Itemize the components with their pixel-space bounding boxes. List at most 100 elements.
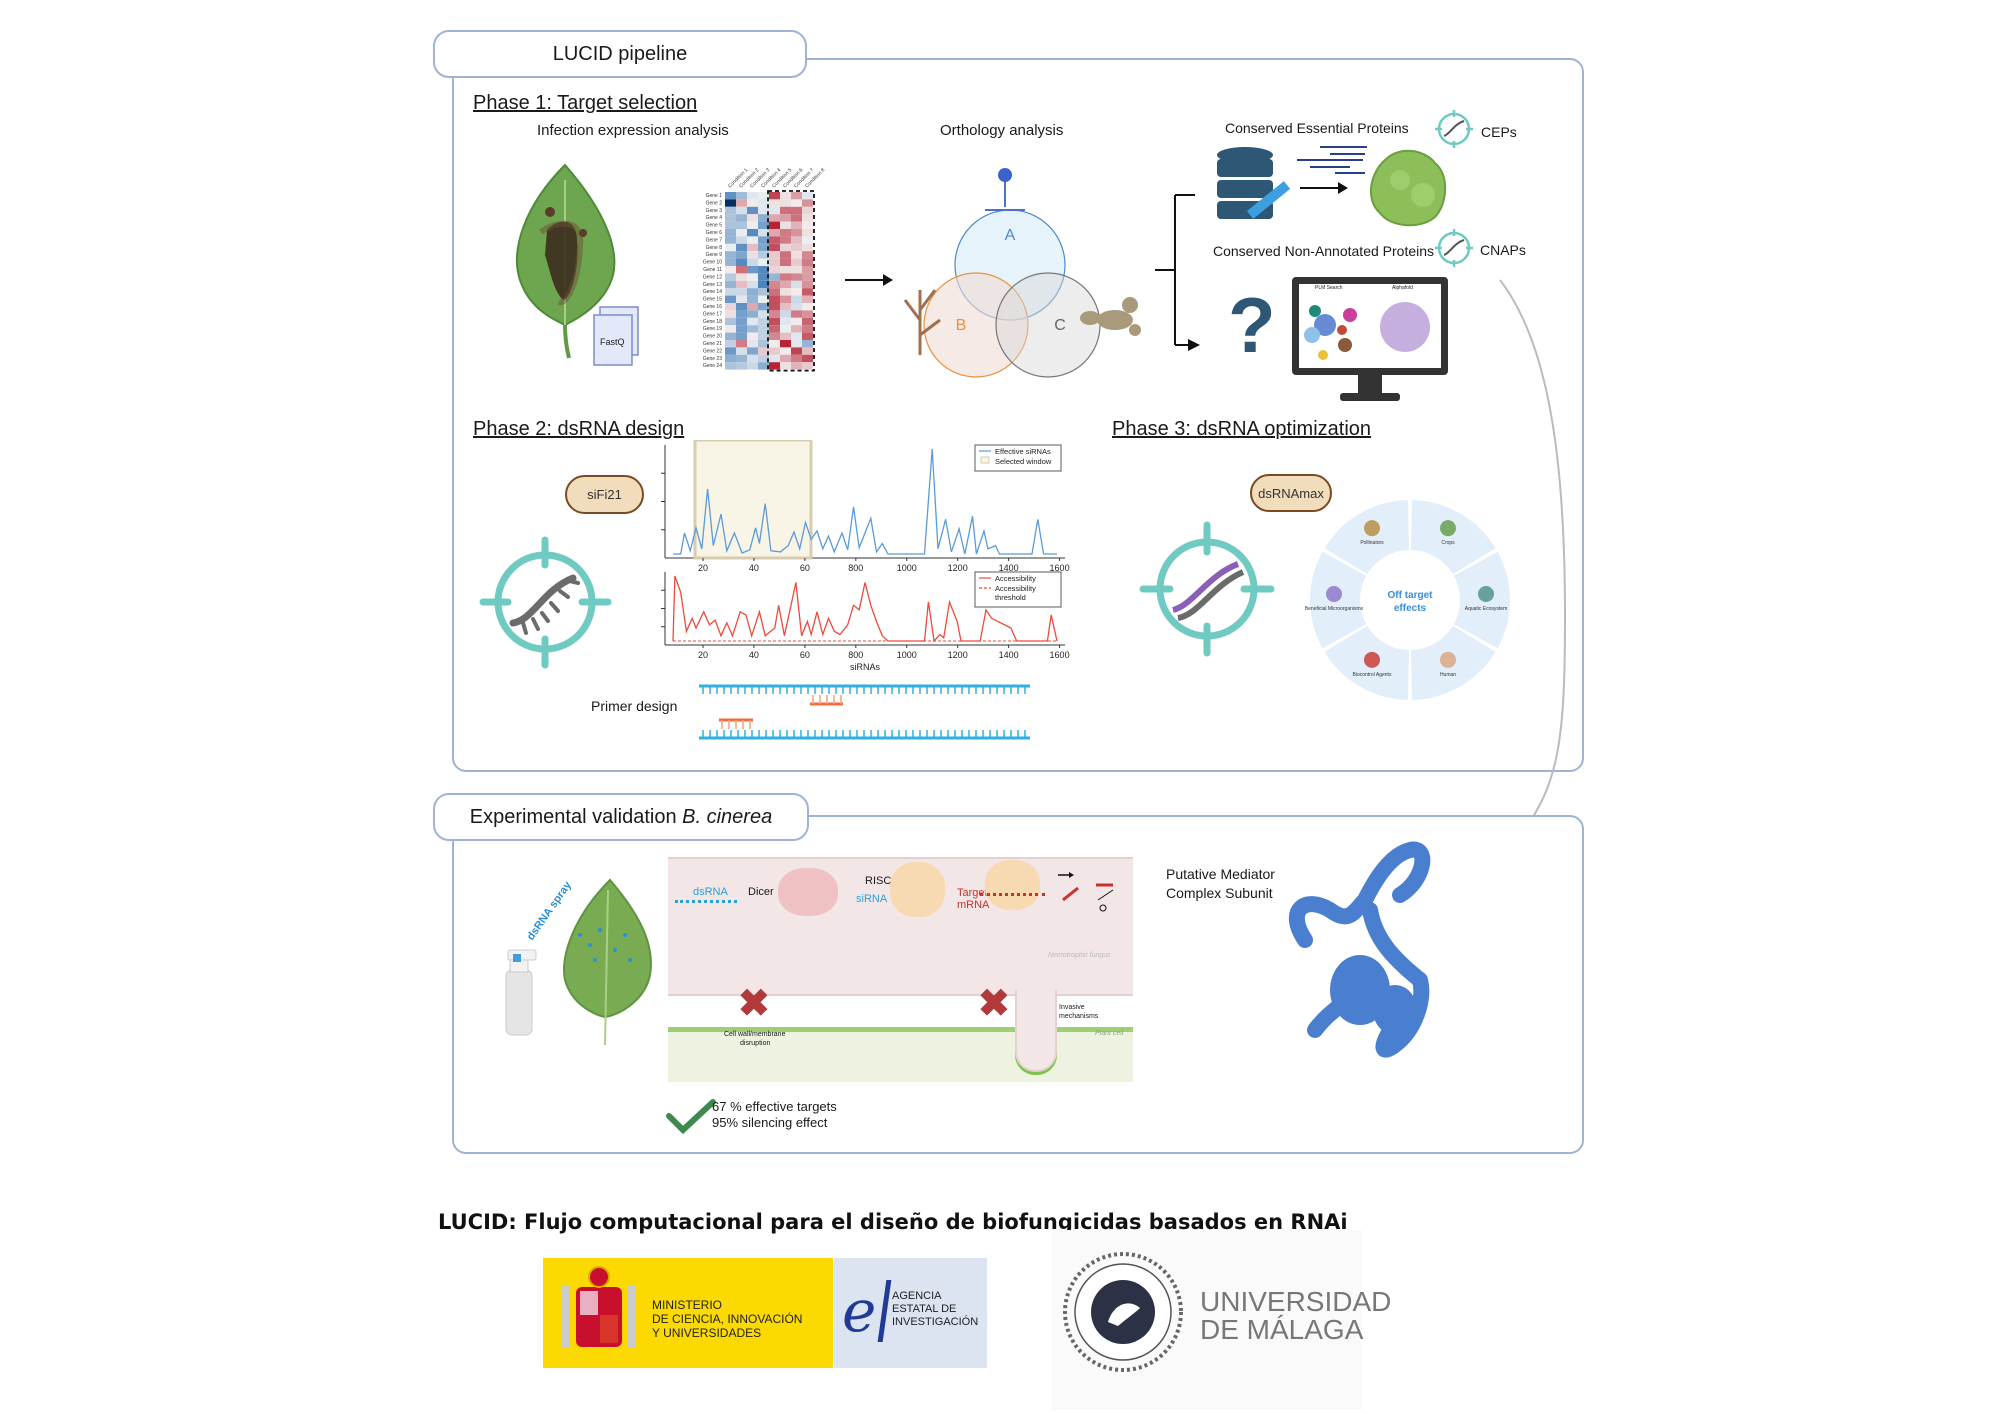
heatmap-gene-label: Gene 22 [703, 348, 722, 354]
phase1-title: Phase 1: Target selection [473, 92, 698, 114]
heatmap-cell [802, 221, 813, 229]
heatmap-cell [747, 310, 758, 318]
heatmap-cell [758, 288, 769, 296]
heatmap-cell [791, 340, 802, 348]
heatmap-gene-label: Gene 8 [706, 245, 723, 251]
heatmap-cell [747, 340, 758, 348]
heatmap-cell [780, 251, 791, 259]
monitor-left-title: PLM Search [1315, 285, 1343, 291]
agency-text: AGENCIA ESTATAL DE INVESTIGACIÓN [892, 1290, 978, 1329]
heatmap-cell [802, 325, 813, 333]
x-tick-label: 40 [749, 563, 759, 573]
fastq-file-icon [593, 306, 639, 366]
mech-target-1: Target [957, 887, 988, 899]
heatmap-cell [769, 347, 780, 355]
heatmap-cell [791, 206, 802, 215]
heatmap-gene-label: Gene 1 [706, 193, 723, 199]
heatmap-cell [725, 236, 736, 244]
mech-dsrna: dsRNA [693, 886, 728, 898]
heatmap-cell [725, 295, 736, 303]
x-tick-label: 800 [848, 650, 863, 660]
heatmap-gene-label: Gene 15 [703, 297, 722, 303]
heatmap-cell [791, 214, 802, 222]
infection-label: Infection expression analysis [537, 122, 729, 139]
heatmap-cell [736, 362, 747, 370]
wheel-segment-label: Crops [1441, 540, 1455, 546]
heatmap-cell [802, 354, 813, 363]
cleavage-icon [1058, 872, 1114, 912]
database-icon [1217, 147, 1291, 219]
heatmap-cell [758, 251, 769, 259]
heatmap-cell [725, 288, 736, 296]
heatmap-cell [725, 214, 736, 222]
heatmap-cell [747, 362, 758, 370]
heatmap-cell [780, 229, 791, 237]
hypha-invasion [1015, 990, 1057, 1072]
check-icon [666, 1099, 716, 1135]
heatmap-cell [780, 288, 791, 296]
target-risc-icon [985, 860, 1040, 910]
heatmap-cell [769, 288, 780, 296]
orthology-label: Orthology analysis [940, 122, 1064, 139]
heatmap-cell [802, 317, 813, 326]
invasive-line1: Invasive [1059, 1004, 1085, 1011]
x-tick-label: 20 [698, 650, 708, 660]
heatmap-cell [725, 317, 736, 326]
mech-sirna: siRNA [856, 893, 888, 905]
heatmap-cell [769, 266, 780, 274]
heatmap-cell [747, 288, 758, 296]
uma-line-1: UNIVERSIDAD [1200, 1286, 1392, 1317]
heatmap-cell [725, 362, 736, 370]
x-tick-label: 1000 [897, 563, 917, 573]
heatmap-cell [791, 236, 802, 244]
heatmap-cell [758, 206, 769, 215]
x-tick-label: 1200 [948, 563, 968, 573]
question-mark-icon: ? [1228, 281, 1276, 369]
heatmap-cell [736, 251, 747, 259]
heatmap-cell [780, 266, 791, 274]
heatmap-gene-label: Gene 19 [703, 326, 722, 332]
fungus-label: Necrotrophic fungus [1048, 952, 1111, 959]
heatmap-cell [725, 206, 736, 215]
heatmap-cell [780, 192, 791, 200]
heatmap-gene-label: Gene 13 [703, 282, 722, 288]
blocked-x-icon: ✖ [738, 983, 770, 1025]
heatmap-cell [736, 325, 747, 333]
venn-diagram: A B C [903, 168, 1141, 378]
ministry-text: MINISTERIO DE CIENCIA, INNOVACIÓN Y UNIV… [652, 1298, 802, 1340]
heatmap-cell [758, 199, 769, 207]
heatmap-cell [769, 199, 780, 207]
heatmap-gene-label: Gene 7 [706, 237, 723, 243]
svg-text:B: B [956, 317, 967, 334]
heatmap-cell [802, 362, 813, 370]
heatmap-cell [802, 243, 813, 252]
heatmap-selection-box [767, 190, 815, 372]
heatmap-cell [791, 221, 802, 229]
heatmap-cell [802, 236, 813, 244]
fungus-a-icon [985, 168, 1025, 211]
heatmap-cell [747, 236, 758, 244]
heatmap-cell [736, 295, 747, 303]
cep-target-icon [1435, 110, 1473, 148]
heatmap-cell [758, 221, 769, 229]
disruption-line1: Cell wall/membrane [724, 1031, 786, 1038]
heatmap-cell [747, 266, 758, 274]
heatmap-cell [736, 214, 747, 222]
invasive-line2: mechanisms [1059, 1013, 1099, 1020]
protein-title-1: Putative Mediator [1166, 866, 1275, 882]
heatmap-cell [736, 236, 747, 244]
heatmap-cell [747, 258, 758, 266]
heatmap-cell [769, 303, 780, 311]
venn-circle-c [995, 272, 1101, 378]
heatmap-cell [791, 280, 802, 289]
blocked-x-icon: ✖ [978, 983, 1010, 1025]
heatmap-cell [725, 229, 736, 237]
x-tick-label: 1600 [1050, 650, 1070, 660]
heatmap-gene-label: Gene 21 [703, 341, 722, 347]
wheel-segment-label: Beneficial Microorganisms [1305, 606, 1364, 612]
fungus-b-icon [903, 289, 941, 355]
heatmap-cell [769, 214, 780, 222]
heatmap-cell [769, 236, 780, 244]
